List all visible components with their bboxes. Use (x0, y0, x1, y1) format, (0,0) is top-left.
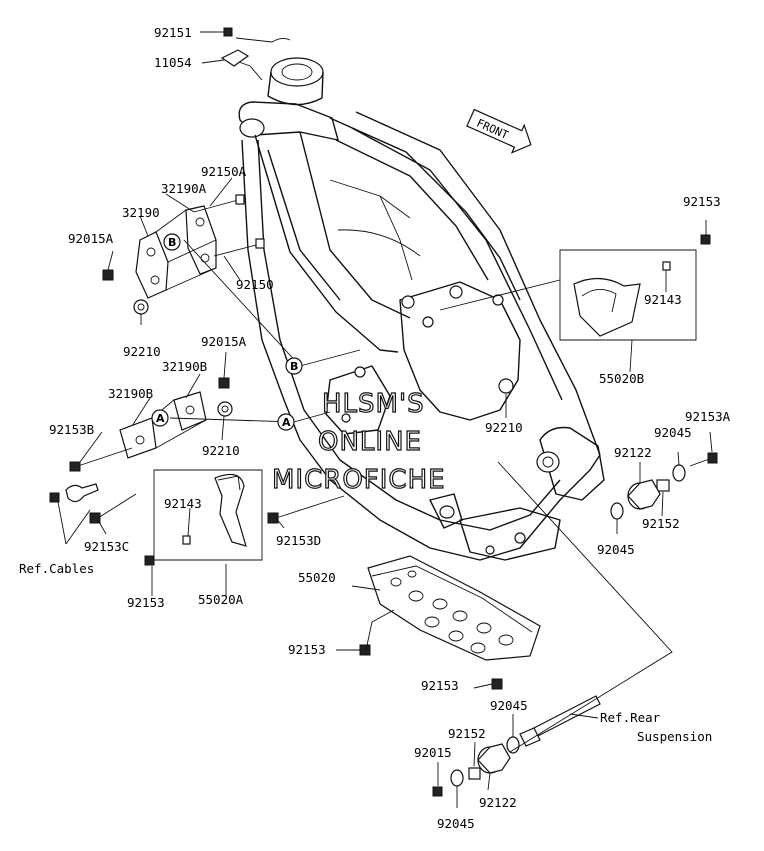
front-arrow: FRONT (466, 108, 532, 154)
sleeve-92152-r (656, 479, 670, 492)
guard-55020B (573, 277, 641, 337)
svg-text:B: B (290, 360, 298, 373)
label-92122-r: 92122 (614, 445, 652, 460)
label-92153-bottom: 92153 (421, 678, 459, 693)
bolt-92153-right (700, 234, 711, 245)
seal-92045-r2 (610, 502, 624, 520)
bolt-ref-rear (519, 695, 601, 747)
bolt-92153B (69, 447, 133, 472)
label-ref-rear: Ref.Rear (600, 710, 661, 725)
bushing-92122-r (627, 479, 661, 510)
washer-92210-center (498, 378, 514, 394)
bolt-92153-left (144, 555, 155, 566)
label-ref-cables: Ref.Cables (19, 561, 94, 576)
watermark-line2: ONLINE (318, 427, 422, 457)
cable-clamp (49, 483, 99, 503)
label-92015A-top: 92015A (68, 231, 114, 246)
skid-plate-55020 (367, 555, 541, 661)
label-92153A: 92153A (685, 409, 731, 424)
label-32190B-2: 32190B (108, 386, 153, 401)
leader-lines (57, 31, 713, 808)
collar-92143-right (662, 261, 671, 271)
label-32190: 32190 (122, 205, 160, 220)
callout-b-frame: B (285, 357, 303, 375)
bushing-92122-b (477, 743, 511, 774)
label-92015: 92015 (414, 745, 452, 760)
label-92153D: 92153D (276, 533, 321, 548)
bracket-32190B (119, 391, 207, 459)
bracket-32190 (135, 205, 217, 299)
label-92045-r1: 92045 (654, 425, 692, 440)
label-92151: 92151 (154, 25, 192, 40)
bolt-92151 (223, 27, 233, 37)
label-92210-center: 92210 (485, 420, 523, 435)
label-92153C: 92153C (84, 539, 129, 554)
label-92045-b2: 92045 (437, 816, 475, 831)
bolt-92153D (267, 495, 345, 524)
seal-92045-b2 (450, 769, 464, 787)
label-92153-skid: 92153 (288, 642, 326, 657)
label-92045-b1: 92045 (490, 698, 528, 713)
svg-text:A: A (282, 416, 291, 429)
callout-a-left: A (151, 409, 169, 427)
bolt-92150 (213, 238, 265, 257)
watermark: HLSM'S ONLINE MICROFICHE (271, 388, 446, 495)
watermark-line3: MICROFICHE (272, 465, 446, 495)
watermark-line1: HLSM'S (322, 389, 425, 419)
callout-a-frame: A (277, 413, 295, 431)
bolt-92153A (689, 452, 718, 467)
sleeve-92152-b (468, 767, 481, 780)
label-32190B-1: 32190B (162, 359, 207, 374)
label-92122-b: 92122 (479, 795, 517, 810)
label-92153-right: 92153 (683, 194, 721, 209)
label-92210-left: 92210 (202, 443, 240, 458)
callout-b-top: B (163, 233, 181, 251)
label-92150A: 92150A (201, 164, 247, 179)
label-92143-right: 92143 (644, 292, 682, 307)
collar-92143-left (182, 535, 191, 545)
bolt-92153C (89, 493, 137, 524)
label-92045-r2: 92045 (597, 542, 635, 557)
label-11054: 11054 (154, 55, 192, 70)
seal-92045-r1 (672, 464, 686, 482)
label-92152-r: 92152 (642, 516, 680, 531)
main-frame (227, 37, 605, 561)
nut-92015A-mid (218, 377, 230, 389)
clamp-11054 (220, 49, 250, 67)
label-suspension: Suspension (637, 729, 712, 744)
label-92150: 92150 (236, 277, 274, 292)
label-55020B: 55020B (599, 371, 644, 386)
guard-55020A (214, 473, 247, 547)
bolt-92153-bottom (491, 678, 503, 690)
part-labels: 92151 11054 92150A 32190A 32190 92015A 9… (19, 25, 731, 831)
bolt-92150A (193, 194, 245, 213)
label-32190A: 32190A (161, 181, 207, 196)
nut-92015A-top (102, 269, 114, 281)
label-55020A: 55020A (198, 592, 244, 607)
label-92153-left: 92153 (127, 595, 165, 610)
washer-92210-top (133, 299, 149, 315)
label-92015A-mid: 92015A (201, 334, 247, 349)
washer-92210-left (217, 401, 233, 417)
bolt-92015 (432, 786, 443, 797)
bolt-92153-skid (359, 644, 371, 656)
label-92143-left: 92143 (164, 496, 202, 511)
svg-text:A: A (156, 412, 165, 425)
label-92153B: 92153B (49, 422, 94, 437)
label-55020: 55020 (298, 570, 336, 585)
label-92152-b: 92152 (448, 726, 486, 741)
label-92210-top: 92210 (123, 344, 161, 359)
svg-text:B: B (168, 236, 176, 249)
